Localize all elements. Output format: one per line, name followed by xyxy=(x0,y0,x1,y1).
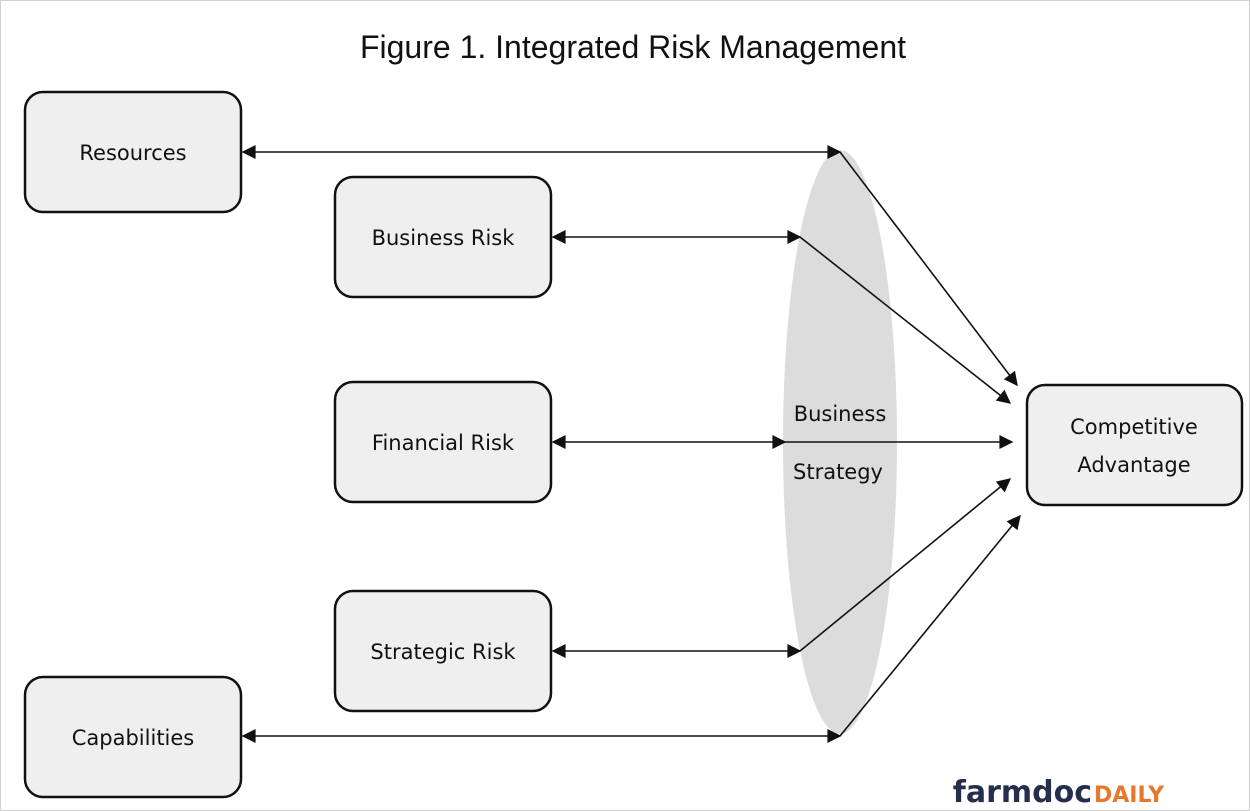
competitive-advantage-box: Competitive Advantage xyxy=(1025,383,1244,507)
strategic-risk-to-advantage-arrow xyxy=(799,478,1012,652)
strategic-risk-label: Strategic Risk xyxy=(370,640,516,664)
business-risk-box: Business Risk xyxy=(333,175,553,299)
business-risk-label: Business Risk xyxy=(372,226,516,250)
capabilities-box: Capabilities xyxy=(23,675,243,799)
brand-accent-text: DAILY xyxy=(1094,783,1165,808)
resources-label: Resources xyxy=(79,141,186,165)
strategy-label-line2: Strategy xyxy=(793,460,883,484)
financial-risk-box: Financial Risk xyxy=(333,380,553,504)
figure-title: Figure 1. Integrated Risk Management xyxy=(360,29,906,65)
farmdoc-daily-logo: farmdoc DAILY xyxy=(953,775,1165,810)
strategic-risk-box: Strategic Risk xyxy=(333,589,553,713)
competitive-advantage-label-line1: Competitive xyxy=(1070,415,1198,439)
business-risk-to-advantage-arrow xyxy=(799,236,1012,404)
resources-to-advantage-arrow xyxy=(839,151,1018,387)
strategy-label-line1: Business xyxy=(794,402,887,426)
brand-main-text: farmdoc xyxy=(953,775,1092,810)
capabilities-label: Capabilities xyxy=(72,726,195,750)
resources-box: Resources xyxy=(23,90,243,214)
capabilities-to-advantage-arrow xyxy=(839,514,1021,737)
financial-risk-label: Financial Risk xyxy=(372,431,515,455)
competitive-advantage-label-line2: Advantage xyxy=(1077,453,1190,477)
